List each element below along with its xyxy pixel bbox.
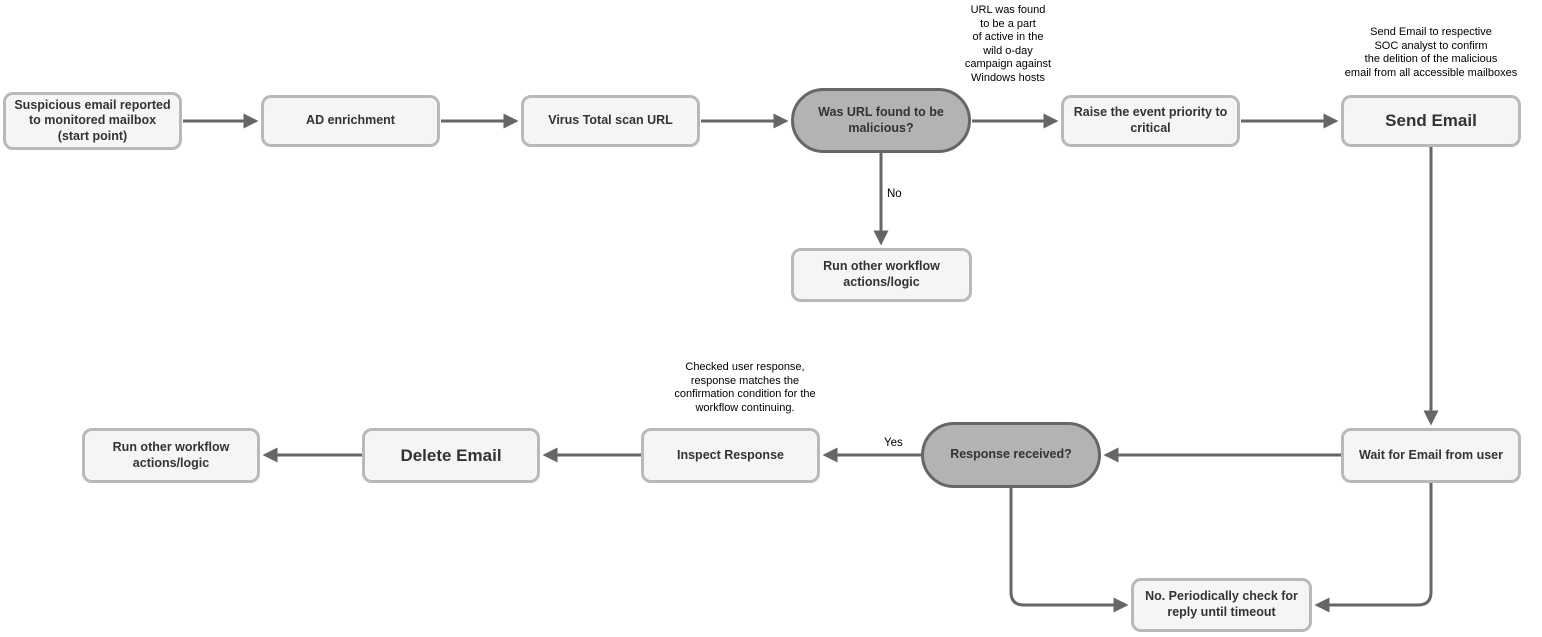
node-start-label: Suspicious email reported to monitored m… xyxy=(14,97,171,143)
node-virus-total-label: Virus Total scan URL xyxy=(548,113,673,128)
node-url-malicious-label: Was URL found to be malicious? xyxy=(818,104,944,135)
node-periodic-check[interactable]: No. Periodically check for reply until t… xyxy=(1131,578,1312,632)
node-raise-priority-label: Raise the event priority to critical xyxy=(1073,105,1228,135)
edge-label-yes: Yes xyxy=(884,437,903,449)
node-virus-total[interactable]: Virus Total scan URL xyxy=(521,95,700,147)
node-run-other-top[interactable]: Run other workflow actions/logic xyxy=(791,248,972,302)
node-start[interactable]: Suspicious email reported to monitored m… xyxy=(3,92,182,150)
node-run-other-bottom[interactable]: Run other workflow actions/logic xyxy=(82,428,260,483)
node-ad-enrichment[interactable]: AD enrichment xyxy=(261,95,440,147)
node-delete-email[interactable]: Delete Email xyxy=(362,428,540,483)
annotation-inspect-note: Checked user response, response matches … xyxy=(674,361,816,414)
node-send-email[interactable]: Send Email xyxy=(1341,95,1521,147)
node-periodic-check-label: No. Periodically check for reply until t… xyxy=(1145,589,1298,619)
edge-wait-email-to-periodic-check xyxy=(1314,483,1433,613)
node-send-email-label: Send Email xyxy=(1385,111,1477,131)
node-run-other-top-label: Run other workflow actions/logic xyxy=(823,259,940,289)
node-wait-email-label: Wait for Email from user xyxy=(1358,447,1503,462)
node-delete-email-label: Delete Email xyxy=(400,445,502,465)
node-url-malicious-decision[interactable]: Was URL found to be malicious? xyxy=(791,88,971,153)
annotation-send-email-note: Send Email to respective SOC analyst to … xyxy=(1344,26,1518,79)
node-run-other-bottom-label: Run other workflow actions/logic xyxy=(112,439,230,470)
node-raise-priority[interactable]: Raise the event priority to critical xyxy=(1061,95,1240,147)
node-wait-email[interactable]: Wait for Email from user xyxy=(1341,428,1521,483)
node-inspect-response-label: Inspect Response xyxy=(677,447,784,462)
annotation-url-campaign: URL was found to be a part of active in … xyxy=(964,4,1052,84)
node-response-received-decision[interactable]: Response received? xyxy=(921,422,1101,488)
edge-response-received-to-periodic-check xyxy=(1009,488,1129,613)
node-ad-enrichment-label: AD enrichment xyxy=(306,113,395,128)
node-response-received-label: Response received? xyxy=(950,447,1072,462)
node-inspect-response[interactable]: Inspect Response xyxy=(641,428,820,483)
edge-label-no: No xyxy=(887,188,902,200)
